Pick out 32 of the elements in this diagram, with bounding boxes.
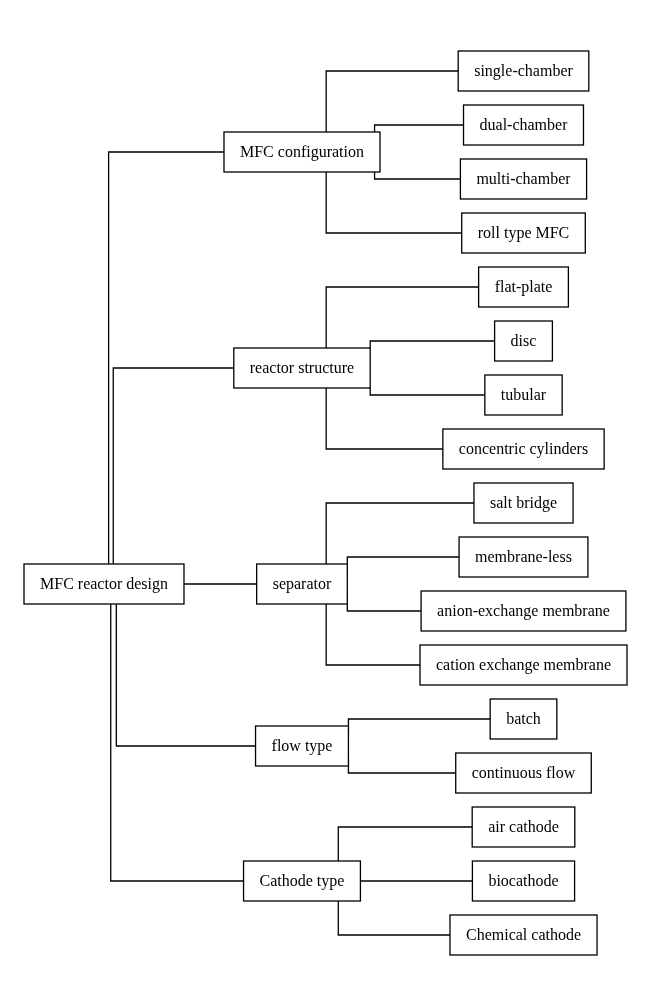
connector [326,286,480,349]
node-box: reactor structure [233,347,372,389]
node-box: membrane-less [458,536,590,578]
node-box: salt bridge [473,482,575,524]
connector [113,367,235,565]
node-box: flow type [255,725,350,767]
node-box: air cathode [472,806,576,848]
node-box: dual-chamber [463,104,585,146]
node-box: MFC configuration [223,131,382,173]
node-box: Cathode type [243,860,362,902]
connector [326,171,463,234]
node-box: separator [256,563,349,605]
node-box: single-chamber [458,50,590,92]
node-box: tubular [484,374,564,416]
node-box: Chemical cathode [449,914,599,956]
node-box: multi-chamber [460,158,588,200]
node-box: roll type MFC [461,212,587,254]
connector [326,387,444,450]
connector [370,340,496,350]
node-box: concentric cylinders [442,428,606,470]
connector [374,124,465,133]
node-box: cation exchange membrane [419,644,629,686]
connector [110,603,245,882]
node-box: disc [494,320,554,362]
connector [370,386,486,396]
connector [116,603,257,747]
node-box: flat-plate [478,266,570,308]
node-box: MFC reactor design [23,563,186,605]
node-box: anion-exchange membrane [420,590,628,632]
node-box: biocathode [472,860,576,902]
node-box: batch [490,698,558,740]
node-box: continuous flow [455,752,593,794]
